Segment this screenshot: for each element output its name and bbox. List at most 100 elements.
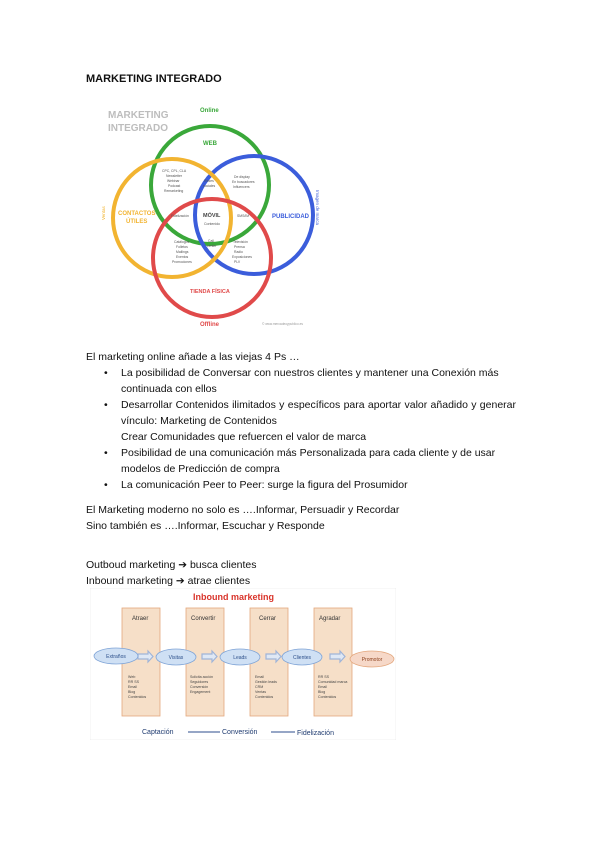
moderno-block: El Marketing moderno no solo es ….Inform… — [86, 502, 526, 534]
outbound-line: Outboud marketing ➔ busca clientes — [86, 557, 386, 573]
tienda-item: Promociones — [172, 260, 192, 264]
inbound-label: Inbound marketing — [86, 575, 173, 587]
fidelizacion-label: Fidelización — [171, 214, 189, 218]
bullet-item: •La comunicación Peer to Peer: surge la … — [86, 477, 516, 493]
stage-item: Conversión — [190, 685, 208, 689]
node-clientes — [281, 648, 323, 666]
stage-label-agradar: Agradar — [319, 616, 340, 622]
node-label-leads: Leads — [233, 655, 247, 661]
bullet-text: Posibilidad de una comunicación más Pers… — [121, 447, 496, 475]
offline-label: Offline — [200, 322, 220, 328]
stage-item: Gestión leads — [255, 680, 277, 684]
web-label: WEB — [203, 141, 218, 147]
stage-item: Email — [128, 685, 137, 689]
bullet-item: • La posibilidad de Conversar con nuestro… — [86, 365, 516, 397]
tambien-line: Sino también es ….Informar, Escuchar y R… — [86, 520, 325, 532]
bullet-text: La posibilidad de Conversar con nuestros… — [121, 367, 499, 395]
bullet-item: •Desarrollar Contenidos ilimitados y esp… — [86, 397, 516, 445]
publicidad-label: PUBLICIDAD — [272, 214, 310, 220]
pub-item: Influencers — [233, 185, 250, 189]
redes-label: Redes — [204, 179, 214, 183]
bullet-item: • Posibilidad de una comunicación más Per… — [86, 445, 516, 477]
contactos-circle — [111, 157, 233, 279]
call-label: center — [207, 244, 217, 248]
bullet-icon: • — [104, 447, 108, 459]
stage-label-cerrar: Cerrar — [259, 616, 276, 622]
flow-arrow — [329, 649, 346, 664]
venn-credit: © www.mercadeoypublico.es — [262, 322, 303, 326]
web-item: Remarketing — [164, 189, 183, 193]
bullet-list: • La posibilidad de Conversar con nuestro… — [86, 365, 516, 493]
tienda-item: Eventos — [176, 255, 189, 259]
pub-off-item: Exposiciones — [232, 255, 252, 259]
venn-title-line2: INTEGRADO — [108, 123, 168, 134]
pub-off-item: Televisión — [233, 240, 248, 244]
arrow-right-icon: ➔ — [178, 559, 188, 571]
stage-item: Contenidos — [255, 695, 273, 699]
phase-conversion: Conversión — [222, 729, 258, 736]
imagen-label: Imagen de marca — [315, 190, 320, 226]
bullet-icon: • — [104, 367, 108, 379]
pub-off-item: Prensa — [234, 245, 245, 249]
stage-item: Email — [318, 685, 327, 689]
stage-label-atraer: Atraer — [132, 616, 148, 622]
redes-label: sociales — [203, 184, 216, 188]
flow-arrow — [201, 649, 218, 664]
stage-item: Engagement — [190, 690, 210, 694]
phase-captacion: Captación — [142, 729, 174, 736]
pub-off-item: Radio — [234, 250, 243, 254]
inbound-marketing-flow-diagram: Inbound marketing Atraer Convertir Cerra… — [90, 588, 396, 740]
node-extranos — [93, 647, 139, 665]
flow-arrow — [265, 649, 282, 664]
node-label-promotor: Promotor — [362, 657, 383, 663]
stage-item: RR SS — [318, 675, 330, 679]
outbound-label: Outboud marketing — [86, 559, 176, 571]
sms-label: SMS/IM — [237, 214, 249, 218]
online-label: Online — [200, 108, 219, 114]
bullet-text: La comunicación Peer to Peer: surge la f… — [121, 479, 408, 491]
contactos-label-1: CONTACTOS — [118, 211, 155, 217]
ventas-label: Ventas — [101, 205, 106, 220]
stage-item: Email — [255, 675, 264, 679]
moderno-line: El Marketing moderno no solo es ….Inform… — [86, 504, 400, 516]
inbound-line: Inbound marketing ➔ atrae clientes — [86, 573, 386, 589]
inbound-text: atrae clientes — [187, 575, 251, 587]
body-text-block: El marketing online añade a las viejas 4… — [86, 349, 516, 493]
flow-arrow — [137, 649, 154, 664]
bullet-subline: Crear Comunidades que refuercen el valor… — [121, 431, 367, 443]
movil-sub: Contenido — [204, 222, 220, 226]
call-label: Call — [208, 239, 214, 243]
web-item: Newsletter — [166, 174, 183, 178]
page-title: MARKETING INTEGRADO — [86, 73, 222, 85]
web-item: CPC, CPL, CLA — [162, 169, 187, 173]
tienda-item: Catálogos — [174, 240, 190, 244]
stage-item: Blog — [318, 690, 325, 694]
node-label-visitas: Visitas — [169, 655, 184, 661]
stage-item: Ventas — [255, 690, 266, 694]
tienda-item: Mailings — [176, 250, 189, 254]
stage-label-convertir: Convertir — [191, 616, 215, 622]
node-label-clientes: Clientes — [293, 655, 312, 661]
web-item: Podcast — [168, 184, 180, 188]
stage-item: Comunidad marca — [318, 680, 347, 684]
outbound-inbound-block: Outboud marketing ➔ busca clientes Inbou… — [86, 557, 386, 589]
stage-box-agradar — [313, 607, 353, 717]
integrated-marketing-venn-diagram: MARKETING INTEGRADO Online Offline WEB P… — [101, 108, 320, 328]
tienda-label: TIENDA FÍSICA — [190, 287, 230, 295]
outbound-text: busca clientes — [189, 559, 257, 571]
stage-item: Solicita acción — [190, 675, 213, 679]
stage-item: Contenidos — [318, 695, 336, 699]
node-leads — [219, 648, 261, 666]
stage-item: Contenidos — [128, 695, 146, 699]
intro-line: El marketing online añade a las viejas 4… — [86, 351, 300, 363]
inbound-title: Inbound marketing — [193, 592, 274, 602]
venn-title-line1: MARKETING — [108, 110, 169, 121]
stage-item: Blog — [128, 690, 135, 694]
pub-off-item: PLV — [234, 260, 241, 264]
stage-item: RR SS — [128, 680, 140, 684]
stage-item: CRM — [255, 685, 263, 689]
node-visitas — [155, 648, 197, 666]
web-item: Webinar — [167, 179, 180, 183]
node-label-extranos: Extraños — [106, 654, 126, 660]
pub-item: En buscadores — [232, 180, 255, 184]
